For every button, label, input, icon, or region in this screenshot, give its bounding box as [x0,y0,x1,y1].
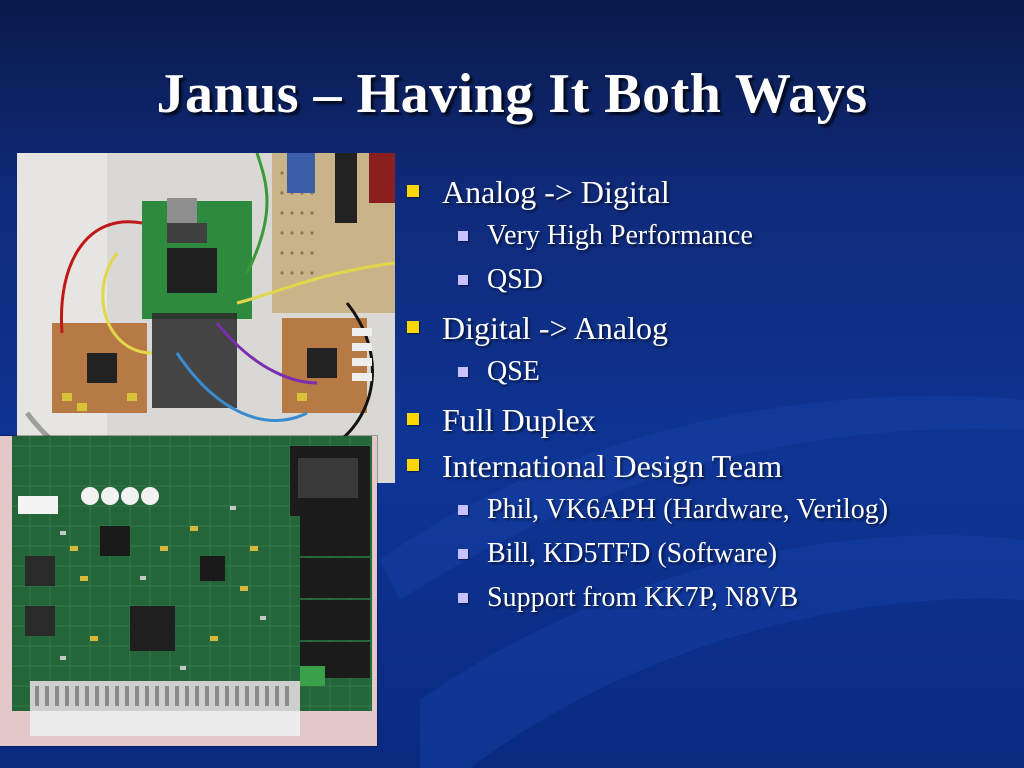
sub-bullet-very-high-performance: Very High Performance [402,214,1012,258]
sub-bullet-text: QSD [487,264,544,295]
square-bullet-icon [407,321,419,333]
sub-bullet-list: QSE [442,350,1012,394]
prototype-photo [17,153,395,483]
sub-bullet-qsd: QSD [402,258,1012,302]
square-bullet-icon [458,593,468,603]
bullet-list: Analog -> Digital Very High Performance … [402,172,1012,626]
pcb-photo [0,436,377,746]
square-bullet-icon [458,275,468,285]
square-bullet-icon [407,413,419,425]
slide-title: Janus – Having It Both Ways [156,63,868,125]
bullet-text: Analog -> Digital [442,174,670,210]
sub-bullet-text: Support from KK7P, N8VB [487,582,799,613]
bullet-full-duplex: Full Duplex [402,400,1012,440]
bullet-digital-to-analog: Digital -> Analog QSE [402,308,1012,394]
square-bullet-icon [458,231,468,241]
sub-bullet-phil: Phil, VK6APH (Hardware, Verilog) [402,488,1012,532]
bullet-text: International Design Team [442,448,783,484]
bullet-text: Full Duplex [442,402,596,438]
square-bullet-icon [458,549,468,559]
sub-bullet-text: QSE [487,356,540,387]
sub-bullet-text: Phil, VK6APH (Hardware, Verilog) [487,494,889,525]
sub-bullet-bill: Bill, KD5TFD (Software) [402,532,1012,576]
sub-bullet-text: Bill, KD5TFD (Software) [487,538,778,569]
sub-bullet-list: Very High Performance QSD [442,214,1012,302]
bullet-text: Digital -> Analog [442,310,669,346]
sub-bullet-support: Support from KK7P, N8VB [402,576,1012,620]
sub-bullet-list: Phil, VK6APH (Hardware, Verilog) Bill, K… [442,488,1012,620]
square-bullet-icon [407,459,419,471]
square-bullet-icon [458,367,468,377]
bullet-international-design-team: International Design Team Phil, VK6APH (… [402,446,1012,620]
sub-bullet-text: Very High Performance [487,220,753,251]
bullet-analog-to-digital: Analog -> Digital Very High Performance … [402,172,1012,302]
sub-bullet-qse: QSE [402,350,1012,394]
square-bullet-icon [407,185,419,197]
square-bullet-icon [458,505,468,515]
